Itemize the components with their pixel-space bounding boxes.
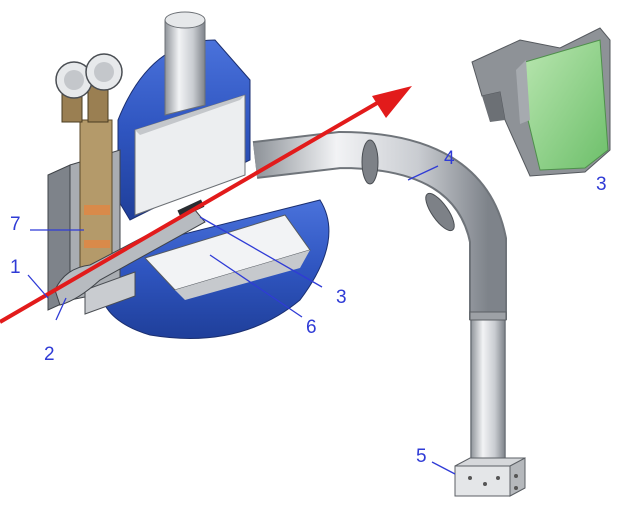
inset-detail [471,27,611,177]
twin-cylinders [55,53,123,123]
label-3: 3 [336,287,347,308]
detector-box [454,457,526,497]
inset-green-insert [524,39,609,171]
label-7: 7 [10,214,21,235]
inset-flange [482,92,505,122]
label-6: 6 [306,317,317,338]
label-5: 5 [416,446,427,467]
vertical-column [47,119,136,315]
flange [361,139,379,185]
inset-wall [516,60,530,124]
label-1: 1 [10,257,21,278]
label-4: 4 [444,148,455,169]
blue-tank [99,199,330,339]
upper-chamber [117,11,251,221]
bent-pipe [252,130,507,467]
inset-label: 3 [596,174,607,195]
beam-arrow [0,86,412,324]
label-2: 2 [44,344,55,365]
flange [425,192,455,232]
leader-lines [27,165,456,475]
